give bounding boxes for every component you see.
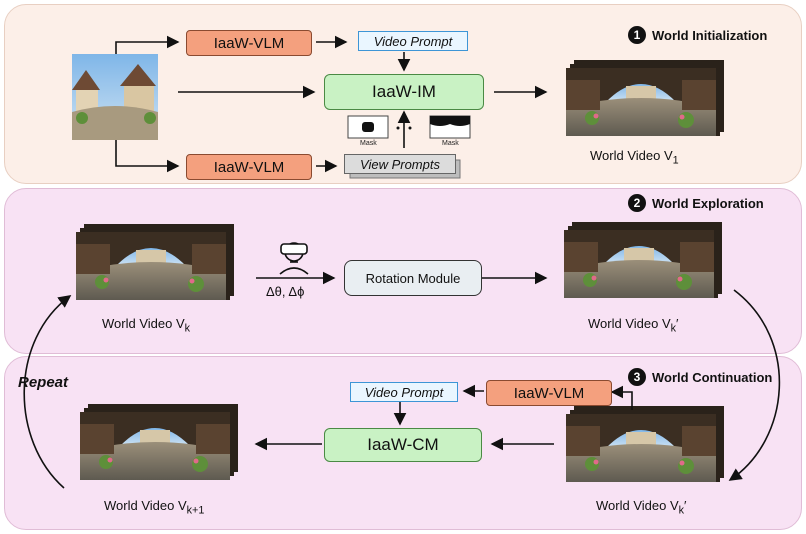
arrow-loop-left [23, 295, 72, 489]
world-video-vk-prime-input-stack [566, 406, 724, 482]
caption-sub: 1 [672, 154, 679, 167]
stage-label: World Continuation [652, 369, 773, 385]
video-prompt-continuation-label: Video Prompt [350, 382, 458, 402]
stage-title-continuation: 3 World Continuation [628, 368, 772, 386]
caption-sub: k [678, 504, 685, 517]
iaaw-cm-box: IaaW-CM [324, 428, 482, 462]
mask-left-icon [347, 115, 389, 139]
caption-sub: k [184, 322, 191, 335]
caption-prime: ′ [684, 498, 687, 513]
view-prompts-label: View Prompts [344, 154, 456, 174]
iaaw-vlm-bottom-box: IaaW-VLM [186, 154, 312, 180]
iaaw-im-box: IaaW-IM [324, 74, 484, 110]
caption-prime: ′ [676, 316, 679, 331]
mask-right-label: Mask [442, 140, 459, 147]
world-video-vk1-caption: World Video Vk+1 [104, 498, 204, 517]
caption-text: World Video V [102, 316, 185, 331]
stage-title-initialization: 1 World Initialization [628, 26, 767, 44]
village-input-image [72, 54, 158, 140]
iaaw-vlm-top-box: IaaW-VLM [186, 30, 312, 56]
world-video-v1-caption: World Video V1 [590, 148, 679, 167]
world-video-vk-stack [76, 224, 234, 300]
caption-sub: k [670, 322, 677, 335]
repeat-label: Repeat [18, 374, 69, 391]
caption-text: World Video V [596, 498, 679, 513]
caption-text: World Video V [590, 148, 673, 163]
stage-number-icon: 1 [628, 26, 646, 44]
caption-sub: k+1 [186, 504, 205, 517]
arrow-image-to-vlm-top [115, 35, 180, 54]
arrow-loop-right [728, 289, 781, 481]
arrow-vk-prime-to-vlm [610, 385, 633, 410]
world-video-v1-stack [566, 60, 724, 136]
arrow-image-to-vlm-bottom [115, 140, 180, 173]
video-prompt-label: Video Prompt [358, 31, 468, 51]
rotation-delta-label: Δθ, Δϕ [266, 284, 305, 299]
mask-left-label: Mask [360, 140, 377, 147]
stage-number-icon: 3 [628, 368, 646, 386]
stage-title-exploration: 2 World Exploration [628, 194, 764, 212]
stage-label: World Exploration [652, 195, 764, 211]
mask-right-icon [429, 115, 471, 139]
stage-label: World Initialization [652, 27, 768, 43]
mask-dots-icon [396, 126, 412, 130]
caption-text: World Video V [104, 498, 187, 513]
world-video-vk-prime-input-caption: World Video Vk′ [596, 498, 686, 517]
iaaw-vlm-continuation-box: IaaW-VLM [486, 380, 612, 406]
vr-headset-icon [279, 242, 309, 275]
world-video-vk-prime-stack [564, 222, 722, 298]
world-video-vk1-stack [80, 404, 238, 480]
caption-text: World Video V [588, 316, 671, 331]
world-video-vk-prime-caption: World Video Vk′ [588, 316, 678, 335]
world-video-vk-caption: World Video Vk [102, 316, 190, 335]
stage-number-icon: 2 [628, 194, 646, 212]
rotation-module-box: Rotation Module [344, 260, 482, 296]
